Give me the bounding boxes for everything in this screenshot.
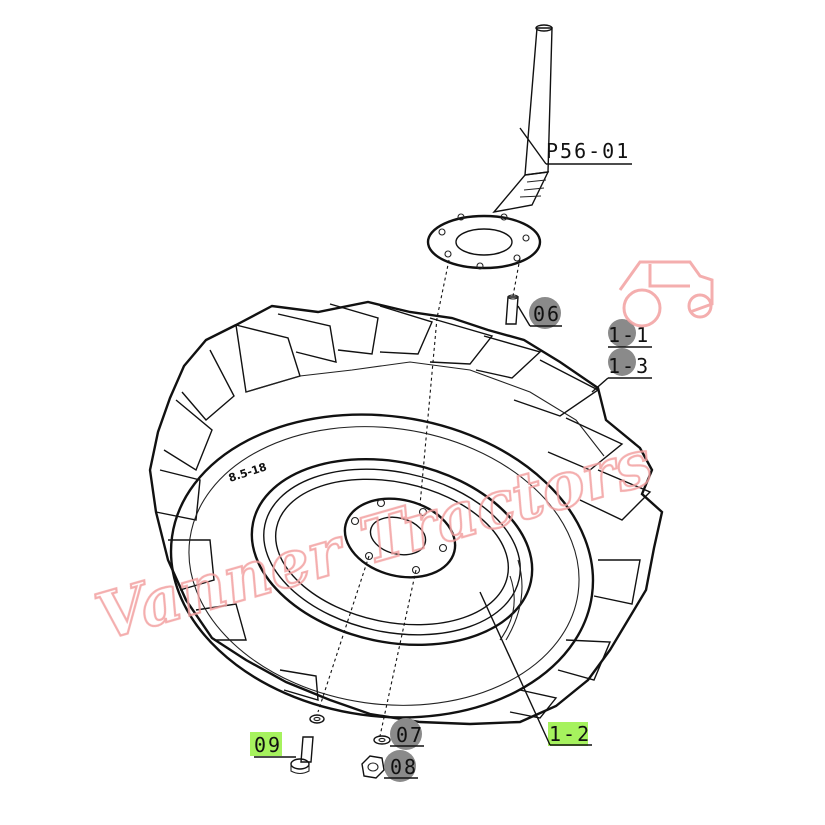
spring-washer [373, 735, 391, 745]
pin [505, 294, 519, 325]
tire [148, 300, 664, 726]
part-badge-1-3 [608, 348, 636, 376]
hex-nut [361, 755, 385, 779]
part-label-1-3: 1-3 [608, 354, 650, 378]
part-badge-06 [529, 297, 561, 329]
washer-small [309, 714, 325, 724]
part-label-06: 06 [533, 302, 561, 326]
part-label-08: 08 [390, 755, 418, 779]
wheel-rim [250, 457, 534, 647]
part-label-1-2: 1-2 [549, 722, 591, 746]
tire-size-marking: 8.5-18 [227, 460, 268, 485]
part-label-09: 09 [254, 733, 282, 757]
axle-shaft [426, 24, 553, 270]
part-badge-08 [384, 750, 416, 782]
bolt [290, 736, 314, 775]
part-badge-1-1 [608, 319, 636, 347]
part-highlight-1-2 [548, 722, 588, 746]
part-badge-07 [390, 718, 422, 750]
part-label-p56-01: P56-01 [546, 139, 630, 163]
part-highlight-09 [250, 732, 282, 756]
part-label-07: 07 [396, 723, 424, 747]
